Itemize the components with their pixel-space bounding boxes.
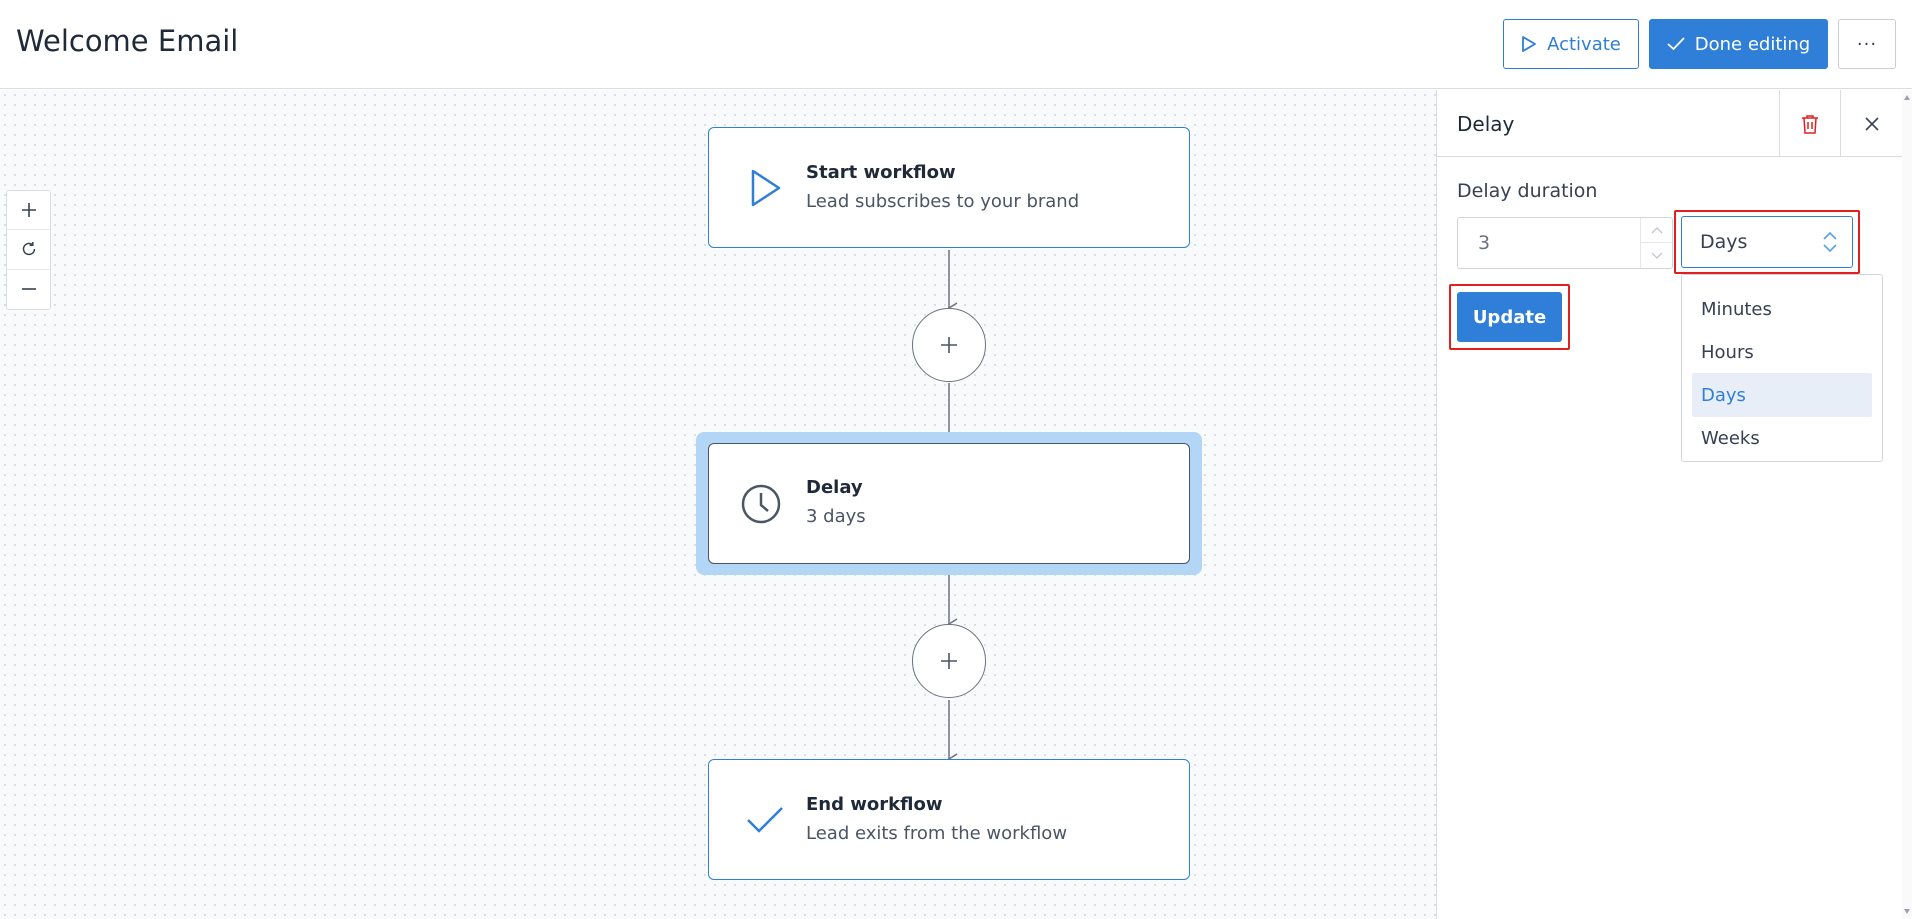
minus-icon — [21, 288, 36, 291]
delay-unit-select[interactable]: Days — [1681, 216, 1853, 268]
zoom-in-button[interactable] — [7, 191, 50, 231]
number-stepper — [1640, 218, 1672, 268]
add-step-button[interactable] — [912, 308, 986, 382]
panel-header: Delay — [1437, 90, 1903, 157]
delay-duration-label: Delay duration — [1457, 180, 1598, 202]
delay-settings-panel: Delay Delay duration 3 Days Minutes Hour… — [1436, 90, 1903, 919]
top-bar: Welcome Email Activate Done editing ··· — [0, 0, 1912, 89]
check-icon — [1667, 37, 1685, 51]
reset-icon — [22, 242, 35, 256]
more-options-button[interactable]: ··· — [1838, 19, 1896, 69]
activate-label: Activate — [1547, 33, 1621, 55]
reset-zoom-button[interactable] — [7, 230, 50, 270]
decrement-button[interactable] — [1641, 243, 1672, 268]
node-subtitle: Lead exits from the workflow — [806, 823, 1068, 844]
duration-value: 3 — [1478, 232, 1491, 254]
trash-icon — [1802, 114, 1818, 134]
done-editing-label: Done editing — [1694, 33, 1811, 55]
done-editing-button[interactable]: Done editing — [1649, 19, 1828, 69]
node-title: Delay — [806, 477, 863, 498]
delete-step-button[interactable] — [1779, 90, 1841, 157]
page-title: Welcome Email — [16, 24, 239, 58]
play-icon — [1522, 36, 1537, 52]
panel-title: Delay — [1457, 112, 1515, 136]
node-title: End workflow — [806, 794, 943, 815]
add-step-button[interactable] — [912, 624, 986, 698]
unit-option-minutes[interactable]: Minutes — [1701, 298, 1772, 320]
unit-option-weeks[interactable]: Weeks — [1701, 427, 1760, 449]
selected-node-highlight: Delay 3 days — [696, 432, 1202, 575]
delay-node[interactable]: Delay 3 days — [708, 443, 1190, 564]
zoom-controls — [6, 190, 51, 310]
zoom-out-button[interactable] — [7, 270, 50, 309]
panel-scrollbar[interactable] — [1902, 90, 1912, 919]
plus-icon — [941, 653, 957, 669]
scroll-down-icon — [1904, 909, 1910, 914]
activate-button[interactable]: Activate — [1503, 19, 1639, 69]
update-button[interactable]: Update — [1457, 292, 1562, 342]
increment-button[interactable] — [1641, 218, 1672, 243]
end-workflow-node[interactable]: End workflow Lead exits from the workflo… — [708, 759, 1190, 880]
unit-option-days[interactable]: Days — [1692, 373, 1872, 417]
check-icon — [743, 798, 787, 842]
select-highlight-box — [1674, 210, 1860, 274]
plus-icon — [21, 203, 36, 218]
more-icon: ··· — [1856, 33, 1878, 55]
unit-dropdown-menu: Minutes Hours Days Weeks — [1681, 274, 1883, 462]
clock-icon — [739, 482, 783, 526]
unit-option-hours[interactable]: Hours — [1701, 341, 1754, 363]
chevron-up-icon — [1651, 227, 1662, 234]
select-caret-icon — [1823, 231, 1837, 253]
node-subtitle: 3 days — [806, 506, 866, 527]
start-workflow-node[interactable]: Start workflow Lead subscribes to your b… — [708, 127, 1190, 248]
scroll-up-icon — [1904, 95, 1910, 100]
chevron-down-icon — [1651, 252, 1662, 259]
node-title: Start workflow — [806, 162, 956, 183]
plus-icon — [941, 337, 957, 353]
close-icon — [1865, 116, 1879, 131]
delay-duration-input[interactable]: 3 — [1457, 217, 1673, 269]
selected-unit: Days — [1700, 231, 1748, 253]
close-panel-button[interactable] — [1841, 90, 1903, 157]
update-highlight-box — [1449, 284, 1570, 350]
node-subtitle: Lead subscribes to your brand — [806, 191, 1080, 212]
play-icon — [743, 166, 787, 210]
